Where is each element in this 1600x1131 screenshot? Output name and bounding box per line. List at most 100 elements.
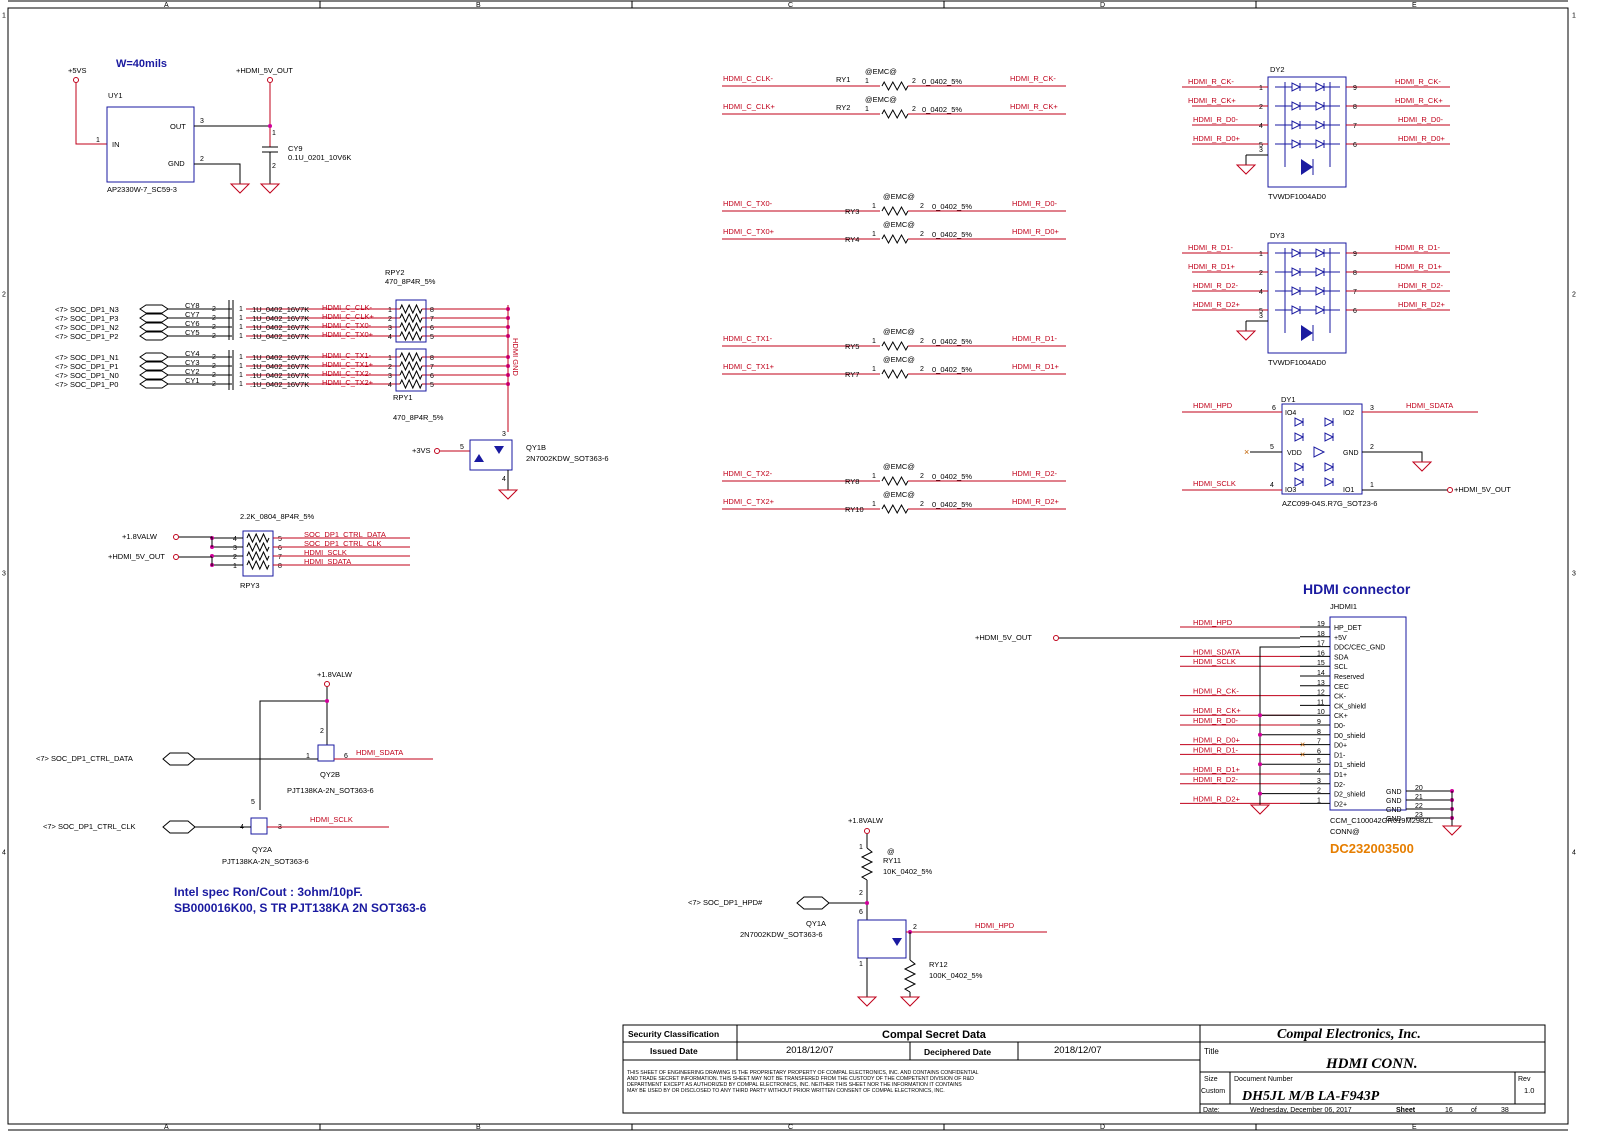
cap-pin2: 2: [212, 354, 216, 361]
ddc-level-shifters: +1.8VALW 2 1 6 <7> SOC_DP1_CTRL_DATA HDM…: [36, 670, 433, 915]
hdmi-connector: HDMI connector JHDMI1 +HDMI_5V_OUT CCM_C…: [975, 581, 1463, 856]
jhdmi-pin-num: 4: [1317, 768, 1321, 775]
dy1-part: AZC099-04S.R7G_SOT23-6: [1282, 499, 1377, 508]
cap-pin2: 2: [212, 306, 216, 313]
emc-pin2: 2: [912, 106, 916, 113]
rpy2-ref: RPY2: [385, 268, 405, 277]
rpy1-pin-right: 7: [430, 364, 434, 371]
jhdmi-pin-num: 17: [1317, 641, 1325, 648]
cap-value: .1U_0402_16V7K: [250, 353, 309, 362]
jhdmi-pin-name: D0+: [1334, 743, 1347, 750]
jhdmi-option: CONN@: [1330, 827, 1360, 836]
dy3-ref: DY3: [1270, 231, 1285, 240]
dy1-io2: IO2: [1343, 410, 1354, 417]
jhdmi-net: HDMI_R_D0-: [1193, 716, 1239, 725]
jhdmi-gnd-name: GND: [1386, 789, 1402, 796]
jhdmi-net: HDMI_R_D1-: [1193, 745, 1239, 754]
title-block: Security Classification Compal Secret Da…: [622, 1024, 1546, 1114]
width-note: W=40mils: [116, 58, 167, 70]
rpy3-pin-left: 3: [233, 545, 237, 552]
tb-legal-2: AND TRADE SECRET INFORMATION. THIS SHEET…: [627, 1076, 974, 1082]
net-ctrl-clk-in: <7> SOC_DP1_CTRL_CLK: [43, 822, 136, 831]
cy9-ref: CY9: [288, 144, 303, 153]
tb-docnum-label: Document Number: [1234, 1076, 1293, 1083]
cap-pin1: 1: [239, 324, 243, 331]
net-sdata-out: HDMI_SDATA: [356, 748, 403, 757]
jhdmi-gnd-num: 22: [1415, 803, 1423, 810]
jhdmi-pin-name: CK+: [1334, 713, 1348, 720]
jhdmi-net: HDMI_R_CK+: [1193, 706, 1241, 715]
jhdmi-net: HDMI_SCLK: [1193, 657, 1236, 666]
ry11-p2: 2: [859, 890, 863, 897]
net-sclk-out: HDMI_SCLK: [310, 815, 353, 824]
dy2-net-left: HDMI_R_CK-: [1188, 77, 1234, 86]
col-mark-bottom: D: [1100, 1124, 1105, 1131]
jhdmi-pin-name: SDA: [1334, 654, 1349, 661]
jhdmi-partnumber: DC232003500: [1330, 841, 1414, 856]
dy2-net-right: HDMI_R_CK+: [1395, 96, 1443, 105]
emc-net-right: HDMI_R_D0+: [1012, 227, 1060, 236]
ry11-val: 10K_0402_5%: [883, 867, 933, 876]
dy2-net-right: HDMI_R_CK-: [1395, 77, 1441, 86]
uy1-power-switch: +5VS W=40mils UY1 IN OUT GND 1 3 2 AP233…: [68, 58, 351, 194]
hdmi-connector-title: HDMI connector: [1303, 581, 1411, 597]
row-mark-left: 1: [2, 13, 6, 20]
jhdmi-pin-name: D1_shield: [1334, 762, 1365, 769]
emc-net-left: HDMI_C_TX2+: [723, 497, 775, 506]
rpy1-pin-left: 2: [388, 364, 392, 371]
net-hpd-in: <7> SOC_DP1_HPD#: [688, 898, 763, 907]
dy3-pin-left: 5: [1259, 308, 1263, 315]
qy2b-p1: 1: [306, 753, 310, 760]
rpy3-pin-left: 1: [233, 563, 237, 570]
qy1a-p1: 1: [859, 961, 863, 968]
jhdmi-net: HDMI_R_D1+: [1193, 765, 1241, 774]
emc-net-right: HDMI_R_D1+: [1012, 362, 1060, 371]
col-mark-top: B: [476, 2, 481, 9]
cap-net: HDMI_C_CLK-: [322, 303, 373, 312]
emc-net-left: HDMI_C_TX1+: [723, 362, 775, 371]
jhdmi-pin-num: 8: [1317, 729, 1321, 736]
cap-pin1: 1: [239, 363, 243, 370]
cap-pin2: 2: [212, 363, 216, 370]
emc-net-right: HDMI_R_CK-: [1010, 74, 1056, 83]
emc-option: @EMC@: [883, 192, 915, 201]
dy2-part: TVWDF1004AD0: [1268, 192, 1326, 201]
tb-title-label: Title: [1204, 1047, 1219, 1056]
ry12-val: 100K_0402_5%: [929, 971, 983, 980]
rpy3-net: SOC_DP1_CTRL_CLK: [304, 539, 382, 548]
jhdmi-pin-num: 3: [1317, 778, 1321, 785]
jhdmi-pin-num: 5: [1317, 758, 1321, 765]
jhdmi-pin-num: 13: [1317, 680, 1325, 687]
dy2-net-left: HDMI_R_D0-: [1193, 115, 1239, 124]
cap-pin1: 1: [239, 381, 243, 388]
tb-security-label: Security Classification: [628, 1029, 719, 1039]
net-hdmi5v-a: +HDMI_5V_OUT: [108, 552, 165, 561]
cap-ref: CY4: [185, 349, 200, 358]
emc-pin1: 1: [872, 338, 876, 345]
dy2-esd-array: DY2HDMI_R_CK-1HDMI_R_CK-9HDMI_R_CK+2HDMI…: [1182, 65, 1450, 201]
cap-pin2: 2: [212, 333, 216, 340]
dy3-net-left: HDMI_R_D2+: [1193, 300, 1241, 309]
uy1-part: AP2330W-7_SC59-3: [107, 185, 177, 194]
dy2-pin-left: 5: [1259, 142, 1263, 149]
dy1-ref: DY1: [1281, 395, 1296, 404]
cap-pin1: 1: [239, 333, 243, 340]
emc-value: 0_0402_5%: [932, 230, 972, 239]
row-mark-right: 2: [1572, 292, 1576, 299]
tb-of-label: of: [1471, 1107, 1477, 1114]
qy1b-p4: 4: [502, 476, 506, 483]
qy1b-p3: 3: [502, 431, 506, 438]
jhdmi-pin-num: 11: [1317, 699, 1324, 706]
rpy3-val: 2.2K_0804_8P4R_5%: [240, 512, 315, 521]
net-5vs: +5VS: [68, 66, 87, 75]
jhdmi-gnd-num: 23: [1415, 812, 1423, 819]
emc-option: @EMC@: [883, 462, 915, 471]
cy9-p1: 1: [272, 130, 276, 137]
jhdmi-ref: JHDMI1: [1330, 602, 1357, 611]
tb-deciphered: 2018/12/07: [1054, 1045, 1102, 1056]
dy1-p2: 2: [1370, 444, 1374, 451]
dp-net-label: <7> SOC_DP1_N2: [55, 323, 119, 332]
emc-net-left: HDMI_C_TX0-: [723, 199, 773, 208]
row-mark-right: 1: [1572, 13, 1576, 20]
